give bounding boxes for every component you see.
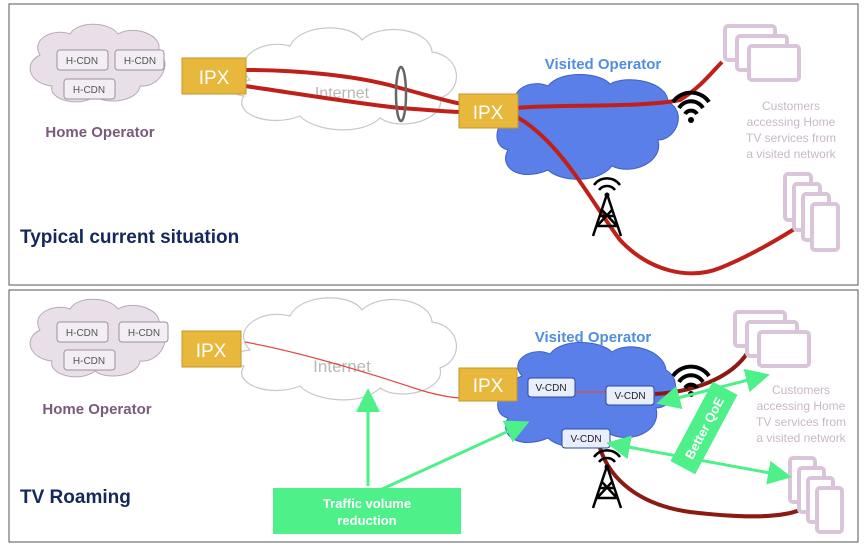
svg-text:H-CDN: H-CDN — [124, 56, 156, 67]
svg-text:TV services from: TV services from — [746, 131, 836, 145]
svg-text:IPX: IPX — [473, 376, 504, 397]
home-operator-label: Home Operator — [45, 124, 154, 141]
customers-caption: Customers accessing Home TV services fro… — [756, 383, 847, 445]
ipx-box-right: IPX — [458, 93, 519, 129]
ipx-box-right: IPX — [458, 367, 518, 402]
panel-current: H-CDN H-CDN H-CDN Home Operator Internet… — [8, 3, 859, 286]
link-ipx-lower — [244, 84, 463, 114]
svg-text:V-CDN: V-CDN — [614, 391, 645, 402]
tablet-icon — [723, 24, 801, 82]
ipx-box-left: IPX — [181, 57, 247, 95]
vcdn-node: V-CDN — [605, 385, 655, 406]
visited-operator-label: Visited Operator — [545, 56, 662, 73]
phone-icon — [783, 172, 840, 252]
panel-title: TV Roaming — [20, 487, 131, 508]
home-operator-label: Home Operator — [42, 401, 151, 418]
svg-text:Customers: Customers — [772, 383, 830, 397]
tablet-icon — [733, 310, 811, 368]
link-wifi — [514, 60, 724, 110]
visited-operator-label: Visited Operator — [535, 329, 652, 346]
svg-text:H-CDN: H-CDN — [73, 85, 105, 96]
wifi-icon — [671, 90, 711, 123]
hcdn-node: H-CDN — [118, 321, 169, 343]
ipx-box-left: IPX — [181, 330, 242, 368]
svg-text:TV services from: TV services from — [756, 415, 846, 429]
visited-cloud — [496, 74, 679, 180]
internet-cloud — [231, 297, 457, 401]
svg-text:H-CDN: H-CDN — [66, 56, 98, 67]
svg-text:IPX: IPX — [473, 103, 504, 124]
svg-text:V-CDN: V-CDN — [535, 383, 566, 394]
link-mobile — [514, 114, 798, 276]
link-home-thin — [244, 341, 463, 399]
svg-text:a visited network: a visited network — [746, 147, 836, 161]
cell-tower-icon — [591, 177, 623, 237]
svg-text:accessing Home: accessing Home — [747, 115, 836, 129]
svg-text:IPX: IPX — [199, 68, 230, 89]
svg-text:H-CDN: H-CDN — [66, 328, 98, 339]
tunnel-ring — [394, 65, 408, 123]
svg-text:V-CDN: V-CDN — [570, 434, 601, 445]
customers-caption: Customers accessing Home TV services fro… — [746, 99, 837, 161]
traffic-volume-box: Traffic volume reduction — [273, 488, 461, 534]
svg-text:H-CDN: H-CDN — [128, 328, 160, 339]
panel-tv-roaming: H-CDN H-CDN H-CDN Home Operator Internet… — [8, 289, 859, 543]
svg-text:H-CDN: H-CDN — [73, 356, 105, 367]
hcdn-node: H-CDN — [114, 49, 165, 71]
link-ipx-upper — [244, 68, 463, 106]
hcdn-node: H-CDN — [56, 321, 109, 343]
svg-text:a visited network: a visited network — [756, 431, 846, 445]
svg-text:reduction: reduction — [337, 513, 396, 528]
vcdn-node: V-CDN — [561, 428, 611, 449]
panel-title: Typical current situation — [20, 227, 239, 248]
hcdn-node: H-CDN — [63, 78, 116, 100]
svg-text:accessing Home: accessing Home — [757, 399, 846, 413]
hcdn-node: H-CDN — [56, 49, 109, 71]
svg-text:IPX: IPX — [196, 341, 227, 362]
svg-text:Traffic volume: Traffic volume — [323, 496, 411, 511]
vcdn-node: V-CDN — [527, 377, 576, 398]
hcdn-node: H-CDN — [63, 349, 116, 371]
svg-text:Customers: Customers — [762, 99, 820, 113]
traffic-arrow — [379, 420, 530, 492]
